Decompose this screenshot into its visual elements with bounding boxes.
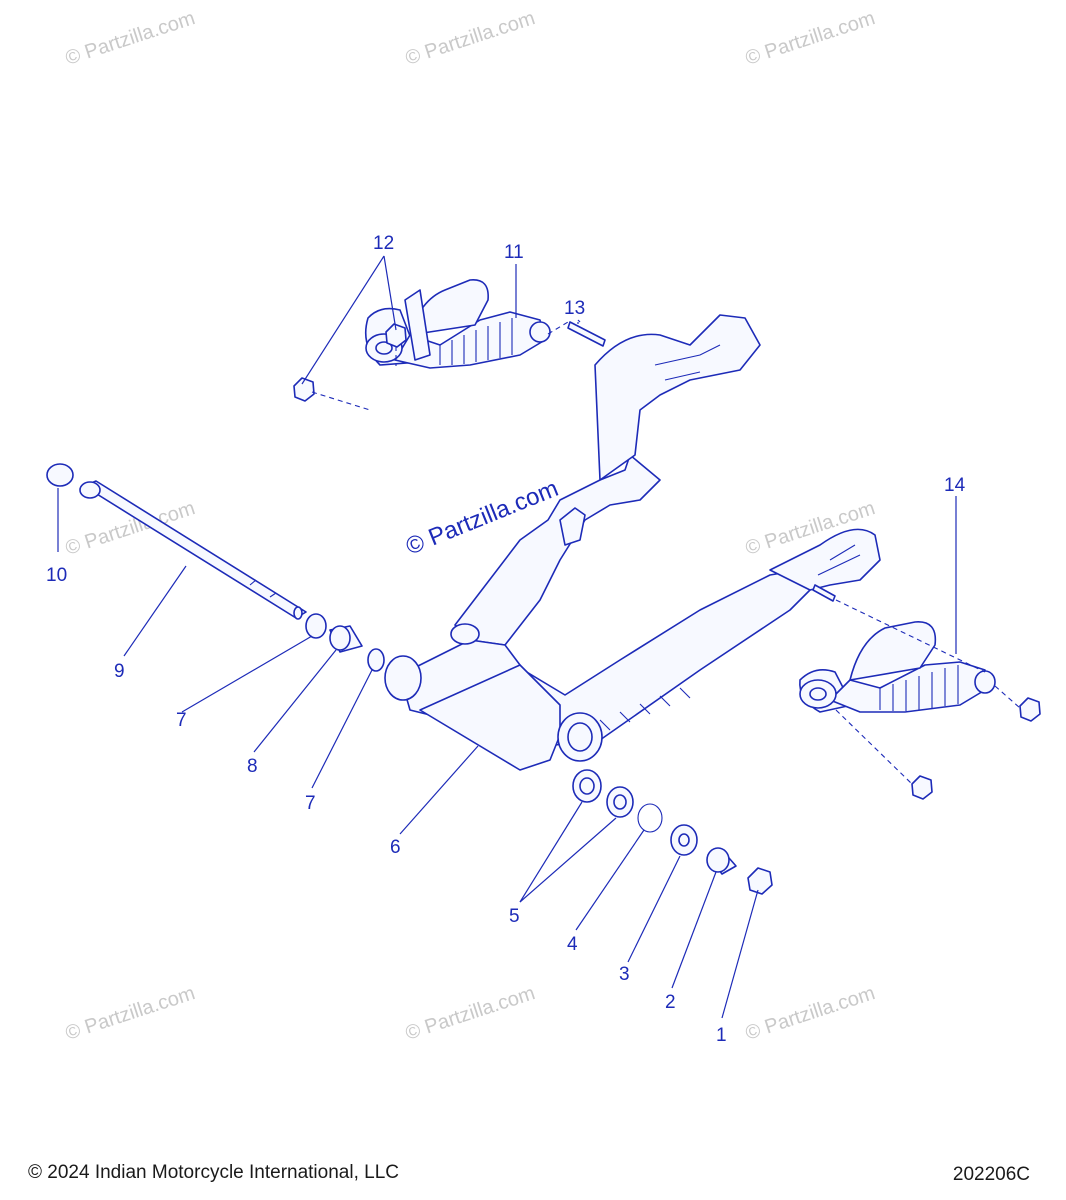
copyright-text: © 2024 Indian Motorcycle International, … xyxy=(28,1162,399,1183)
callout-13: 13 xyxy=(564,298,585,319)
callout-5: 5 xyxy=(509,906,520,927)
callout-10: 10 xyxy=(46,565,67,586)
watermark: © Partzilla.com xyxy=(743,7,878,70)
nut-12-upper xyxy=(385,323,407,348)
callout-2: 2 xyxy=(665,992,676,1013)
callout-1: 1 xyxy=(716,1025,727,1046)
nut-1 xyxy=(747,867,773,895)
callout-4: 4 xyxy=(567,934,578,955)
callout-3: 3 xyxy=(619,964,630,985)
installation-lines xyxy=(311,321,1021,785)
callout-6: 6 xyxy=(390,837,401,858)
seal-7-left xyxy=(305,613,327,639)
small-parts xyxy=(46,321,1041,895)
callouts: 1 2 3 4 5 6 7 8 7 9 10 11 12 13 14 xyxy=(46,233,966,1046)
watermark: © Partzilla.com xyxy=(63,982,198,1045)
callout-9: 9 xyxy=(114,661,125,682)
callout-11: 11 xyxy=(504,242,524,263)
watermark: © Partzilla.com xyxy=(403,982,538,1045)
watermark: © Partzilla.com xyxy=(403,7,538,70)
figure-id: 202206C xyxy=(952,1164,1030,1185)
callout-7-upper: 7 xyxy=(176,710,187,731)
callout-8: 8 xyxy=(247,756,258,777)
nut-14-a xyxy=(1019,697,1041,722)
nut-12-lower xyxy=(293,377,315,402)
snap-ring-4 xyxy=(637,803,663,833)
nut-10 xyxy=(46,463,74,487)
seal-7-right xyxy=(367,648,385,672)
swingarm xyxy=(384,314,881,771)
shock-absorber-right xyxy=(799,621,996,713)
callout-7-lower: 7 xyxy=(305,793,316,814)
nut-14-b xyxy=(911,775,933,800)
leader-lines xyxy=(57,255,957,1019)
callout-12: 12 xyxy=(373,233,394,254)
pivot-shaft xyxy=(79,480,307,620)
callout-14: 14 xyxy=(944,475,966,496)
bolt-13 xyxy=(567,321,606,347)
watermark: © Partzilla.com xyxy=(743,982,878,1045)
watermark: © Partzilla.com xyxy=(63,7,198,70)
